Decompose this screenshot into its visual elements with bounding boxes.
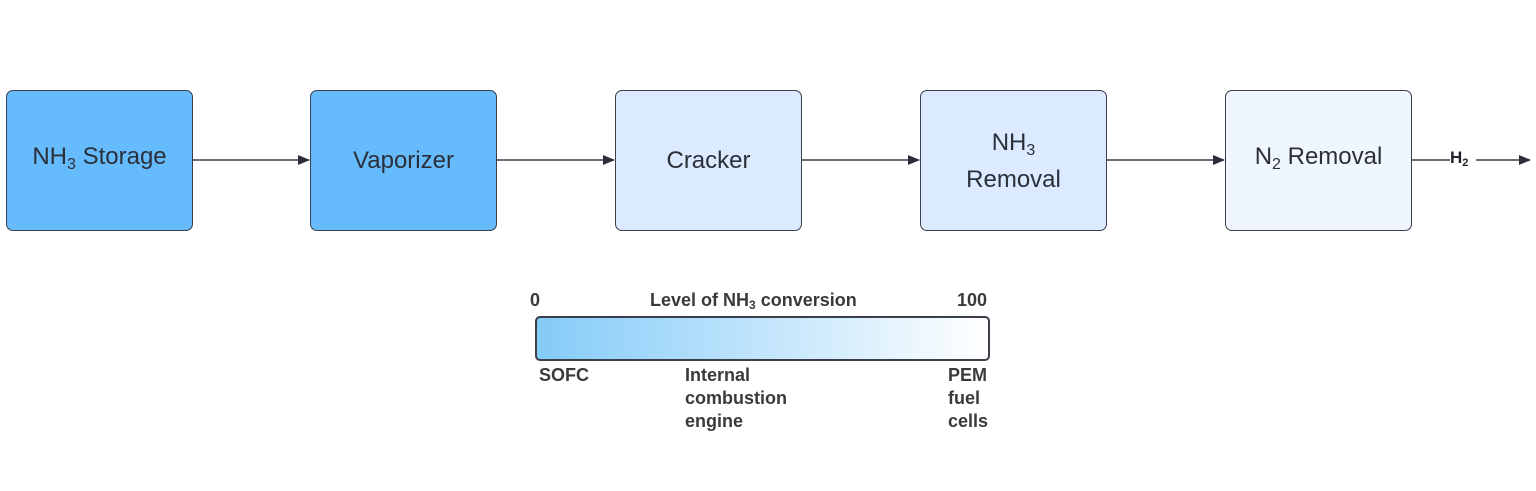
conversion-gradient-bar xyxy=(535,316,990,361)
n2-removal-label-rest: Removal xyxy=(1280,143,1383,170)
marker-sofc: SOFC xyxy=(539,365,590,385)
scale-title-post: conversion xyxy=(755,290,857,310)
cracker-box: Cracker xyxy=(615,90,802,231)
nh3-storage-subscript: 3 xyxy=(67,156,76,173)
h2-output-main: H xyxy=(1450,148,1463,167)
vaporizer-box: Vaporizer xyxy=(310,90,497,231)
nh3-storage-label-rest: Storage xyxy=(75,143,167,170)
marker-internal-combustion-engine: Internal combustion engine xyxy=(685,365,787,431)
nh3-removal-subscript: 3 xyxy=(1026,141,1036,159)
vaporizer-label: Vaporizer xyxy=(353,147,454,174)
scale-min-label: 0 xyxy=(530,290,541,310)
h2-output-subscript: 2 xyxy=(1462,157,1469,169)
scale-title-subscript: 3 xyxy=(749,298,756,312)
scale-title-pre: Level of NH xyxy=(650,290,750,310)
h2-output-label: H2 xyxy=(1450,148,1468,169)
marker-pem-fuel-cells: PEM fuel cells xyxy=(948,365,989,431)
cracker-label: Cracker xyxy=(666,147,751,174)
n2-removal-label: N xyxy=(1254,143,1273,170)
nh3-storage-box: NH3 Storage xyxy=(6,90,193,231)
n2-removal-box: N2 Removal xyxy=(1225,90,1412,231)
nh3-storage-label: NH xyxy=(32,143,68,170)
scale-max-label: 100 xyxy=(957,290,988,310)
nh3-removal-label-line2: Removal xyxy=(966,165,1061,193)
nh3-removal-label: NH xyxy=(991,128,1027,156)
scale-title: Level of NH3 conversion xyxy=(650,289,857,317)
n2-removal-subscript: 2 xyxy=(1272,156,1281,173)
